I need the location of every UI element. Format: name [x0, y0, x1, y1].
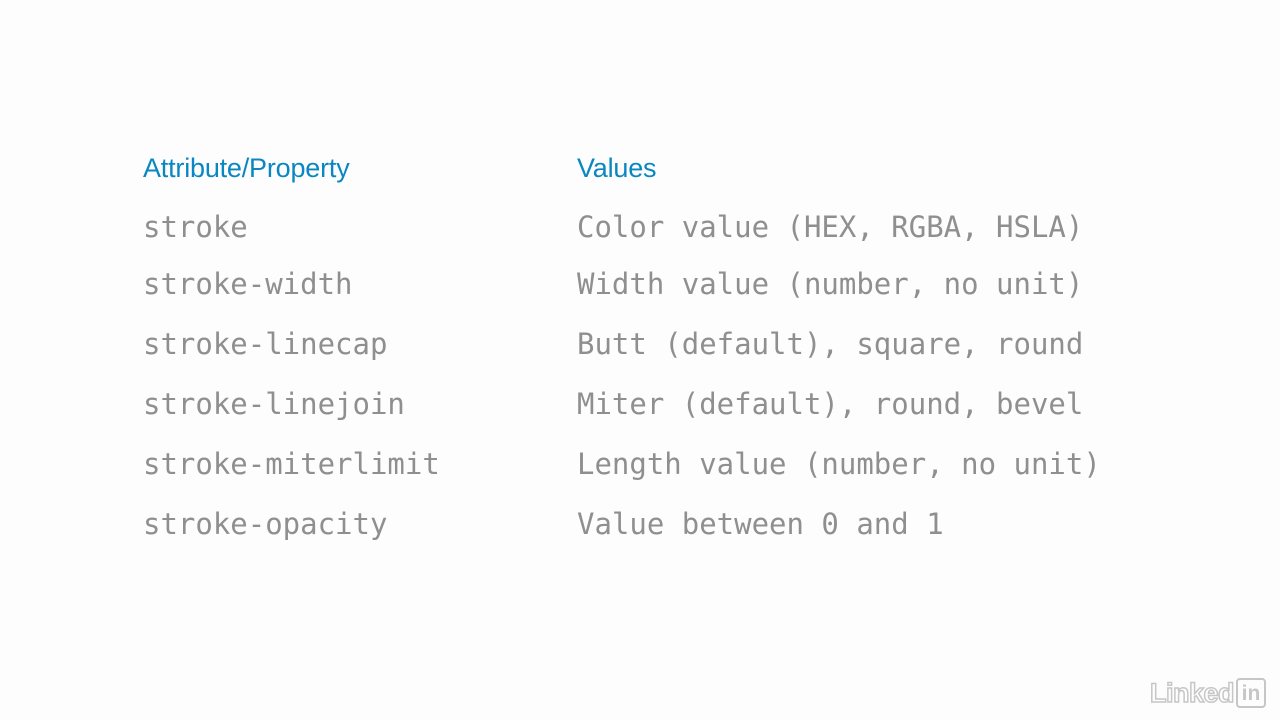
attribute-cell: stroke-miterlimit: [143, 447, 440, 481]
logo-wordmark: Linked: [1149, 677, 1235, 709]
table-body: stroke Color value (HEX, RGBA, HSLA) str…: [143, 210, 1143, 554]
table-row: stroke-linecap Butt (default), square, r…: [143, 314, 1143, 374]
table-row: stroke-miterlimit Length value (number, …: [143, 434, 1143, 494]
table-header: Attribute/Property Values: [143, 148, 1143, 188]
header-attribute: Attribute/Property: [143, 152, 350, 183]
table-row: stroke-opacity Value between 0 and 1: [143, 494, 1143, 554]
header-values: Values: [577, 152, 657, 183]
logo-in-box: in: [1236, 678, 1266, 708]
attribute-cell: stroke-opacity: [143, 507, 388, 541]
table-row: stroke-linejoin Miter (default), round, …: [143, 374, 1143, 434]
attribute-cell: stroke-width: [143, 267, 353, 301]
attribute-table: Attribute/Property Values stroke Color v…: [143, 148, 1143, 554]
value-cell: Color value (HEX, RGBA, HSLA): [577, 210, 1084, 244]
linkedin-logo: Linked in: [1149, 677, 1266, 709]
value-cell: Length value (number, no unit): [577, 447, 1101, 481]
table-row: stroke-width Width value (number, no uni…: [143, 254, 1143, 314]
attribute-cell: stroke: [143, 210, 248, 244]
value-cell: Miter (default), round, bevel: [577, 387, 1084, 421]
table-row: stroke Color value (HEX, RGBA, HSLA): [143, 210, 1143, 254]
attribute-cell: stroke-linejoin: [143, 387, 405, 421]
value-cell: Butt (default), square, round: [577, 327, 1084, 361]
attribute-cell: stroke-linecap: [143, 327, 388, 361]
value-cell: Width value (number, no unit): [577, 267, 1084, 301]
value-cell: Value between 0 and 1: [577, 507, 944, 541]
